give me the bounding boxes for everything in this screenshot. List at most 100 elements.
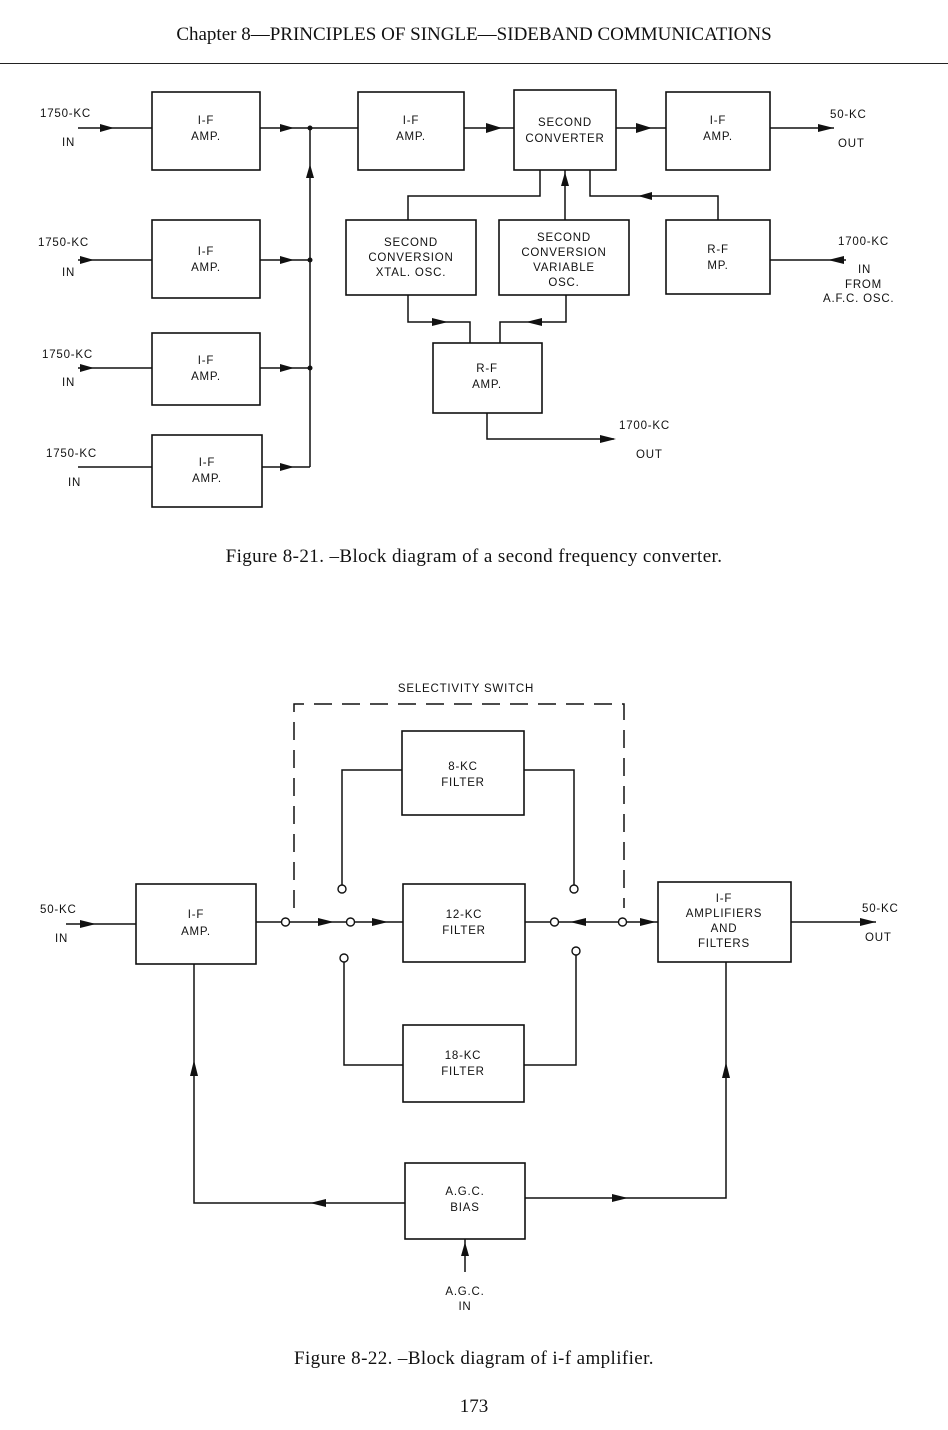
afc-input-line3: A.F.C. OSC. xyxy=(823,293,894,305)
fig22-output-arrow xyxy=(860,918,876,926)
junction-dot-1 xyxy=(307,125,313,131)
input-3-label: IN xyxy=(62,377,75,389)
input-arrow-3 xyxy=(80,364,94,372)
second-converter-block: SECOND CONVERTER xyxy=(513,89,617,171)
amplifiers-filters-block: I-F AMPLIFIERS AND FILTERS xyxy=(657,881,792,963)
if-amp-block-1: I-F AMP. xyxy=(151,91,261,171)
rf-amp-bottom-block: R-F AMP. xyxy=(432,342,543,414)
arrow-from-rf-amp xyxy=(638,192,652,200)
input-4-label: IN xyxy=(68,477,81,489)
filter-12kc-line2: FILTER xyxy=(442,925,486,937)
input-2: 1750-KC IN xyxy=(38,237,89,279)
if-amp-2-line1: I-F xyxy=(198,246,214,258)
filter-18kc-line2: FILTER xyxy=(441,1066,485,1078)
input-4: 1750-KC IN xyxy=(46,448,97,489)
input-1-label: IN xyxy=(62,137,75,149)
if-amp-3-line2: AMP. xyxy=(191,371,221,383)
arrow-into-12kc xyxy=(372,918,388,926)
fig22-if-amp-line1: I-F xyxy=(188,909,204,921)
fig22-if-amp-block: I-F AMP. xyxy=(135,883,257,965)
if-amp-1-line1: I-F xyxy=(198,115,214,127)
selectivity-switch-linkage xyxy=(293,703,625,908)
rf-amp-right-line1: R-F xyxy=(707,244,729,256)
agc-arrow-up-left xyxy=(190,1060,198,1076)
switch-terminal-right-8kc xyxy=(569,884,579,894)
header-rule xyxy=(0,63,948,64)
variable-osc-block: SECOND CONVERSION VARIABLE OSC. xyxy=(498,219,630,296)
amplifiers-filters-line3: AND xyxy=(711,923,738,935)
fig22-input-freq: 50-KC xyxy=(40,904,77,916)
junction-dot-2 xyxy=(307,257,313,263)
input-2-freq: 1750-KC xyxy=(38,237,89,249)
if-amp-output-line2: AMP. xyxy=(703,131,733,143)
arrow-afc-input xyxy=(828,256,844,264)
filter-12kc-block: 12-KC FILTER xyxy=(402,883,526,963)
if-amp-output: I-F AMP. xyxy=(665,91,771,171)
variable-osc-line2: CONVERSION xyxy=(521,247,606,259)
afc-input-line1: IN xyxy=(858,264,871,276)
switch-terminal-right-12kc xyxy=(549,917,560,927)
input-2-label: IN xyxy=(62,267,75,279)
amplifiers-filters-line1: I-F xyxy=(716,893,732,905)
page-number: 173 xyxy=(459,1396,489,1417)
agc-input-line1: A.G.C. xyxy=(445,1286,484,1298)
xtal-osc-line1: SECOND xyxy=(384,237,438,249)
agc-bias-block: A.G.C. BIAS xyxy=(404,1162,526,1240)
arrow-converter-to-if xyxy=(636,123,652,133)
input-wires xyxy=(78,127,152,468)
amplifiers-filters-line4: FILTERS xyxy=(698,938,750,950)
agc-arrow-left xyxy=(310,1199,326,1207)
bus-arrow-3 xyxy=(280,364,294,372)
rf-amp-bottom-line1: R-F xyxy=(476,363,498,375)
agc-input-line2: IN xyxy=(458,1301,471,1313)
figure-8-21-caption: Figure 8-21. –Block diagram of a second … xyxy=(225,546,723,567)
if-amp-block-4: I-F AMP. xyxy=(151,434,263,508)
second-converter-line2: CONVERTER xyxy=(525,133,604,145)
output-50kc-freq: 50-KC xyxy=(830,109,867,121)
fig22-input-label: IN xyxy=(55,933,68,945)
agc-input-arrow xyxy=(461,1242,469,1256)
junction-dot-3 xyxy=(307,365,313,371)
if-amp-second-line2: AMP. xyxy=(396,131,426,143)
switch-terminal-left-common xyxy=(280,917,291,927)
if-amp-second: I-F AMP. xyxy=(357,91,465,171)
rf-amp-bottom-line2: AMP. xyxy=(472,379,502,391)
filter-8kc-block: 8-KC FILTER xyxy=(401,730,525,816)
fig22-output-label: OUT xyxy=(865,932,892,944)
variable-osc-line1: SECOND xyxy=(537,232,591,244)
fig22-output-freq: 50-KC xyxy=(862,903,899,915)
figure-8-22: SELECTIVITY SWITCH 50-KC IN I-F AMP. 8-K… xyxy=(40,683,899,1313)
arrow-xtal-to-rf xyxy=(432,318,448,326)
arrow-var-to-rf xyxy=(526,318,542,326)
agc-arrow-right xyxy=(612,1194,628,1202)
xtal-osc-block: SECOND CONVERSION XTAL. OSC. xyxy=(345,219,477,296)
afc-input-freq: 1700-KC xyxy=(838,236,889,248)
arrow-into-amplifiers xyxy=(640,918,656,926)
rf-amp-right-line2: MP. xyxy=(707,260,728,272)
filter-8kc-wires xyxy=(341,769,575,885)
if-amp-2-line2: AMP. xyxy=(191,262,221,274)
xtal-osc-line3: XTAL. OSC. xyxy=(376,267,446,279)
filter-8kc-line2: FILTER xyxy=(441,777,485,789)
arrow-into-switch xyxy=(318,918,334,926)
bus-arrow-2 xyxy=(280,256,294,264)
output-1700kc-label: OUT xyxy=(636,449,663,461)
agc-bias-line2: BIAS xyxy=(450,1202,479,1214)
switch-terminal-left-8kc xyxy=(337,884,347,894)
if-amp-4-line2: AMP. xyxy=(192,473,222,485)
variable-osc-line3: VARIABLE xyxy=(533,262,595,274)
bus-arrow-1 xyxy=(280,124,294,132)
figure-8-22-caption: Figure 8-22. –Block diagram of i-f ampli… xyxy=(294,1348,654,1369)
switch-terminal-right-18kc xyxy=(571,946,581,956)
input-3-freq: 1750-KC xyxy=(42,349,93,361)
input-4-freq: 1750-KC xyxy=(46,448,97,460)
arrow-if-to-converter xyxy=(486,123,502,133)
if-amp-output-line1: I-F xyxy=(710,115,726,127)
input-1-freq: 1750-KC xyxy=(40,108,91,120)
combining-bus xyxy=(260,127,358,468)
bus-up-arrow xyxy=(306,164,314,178)
variable-osc-line4: OSC. xyxy=(548,277,579,289)
arrow-into-converter xyxy=(561,172,569,186)
input-1: 1750-KC IN xyxy=(40,108,91,149)
bus-arrow-4 xyxy=(280,463,294,471)
